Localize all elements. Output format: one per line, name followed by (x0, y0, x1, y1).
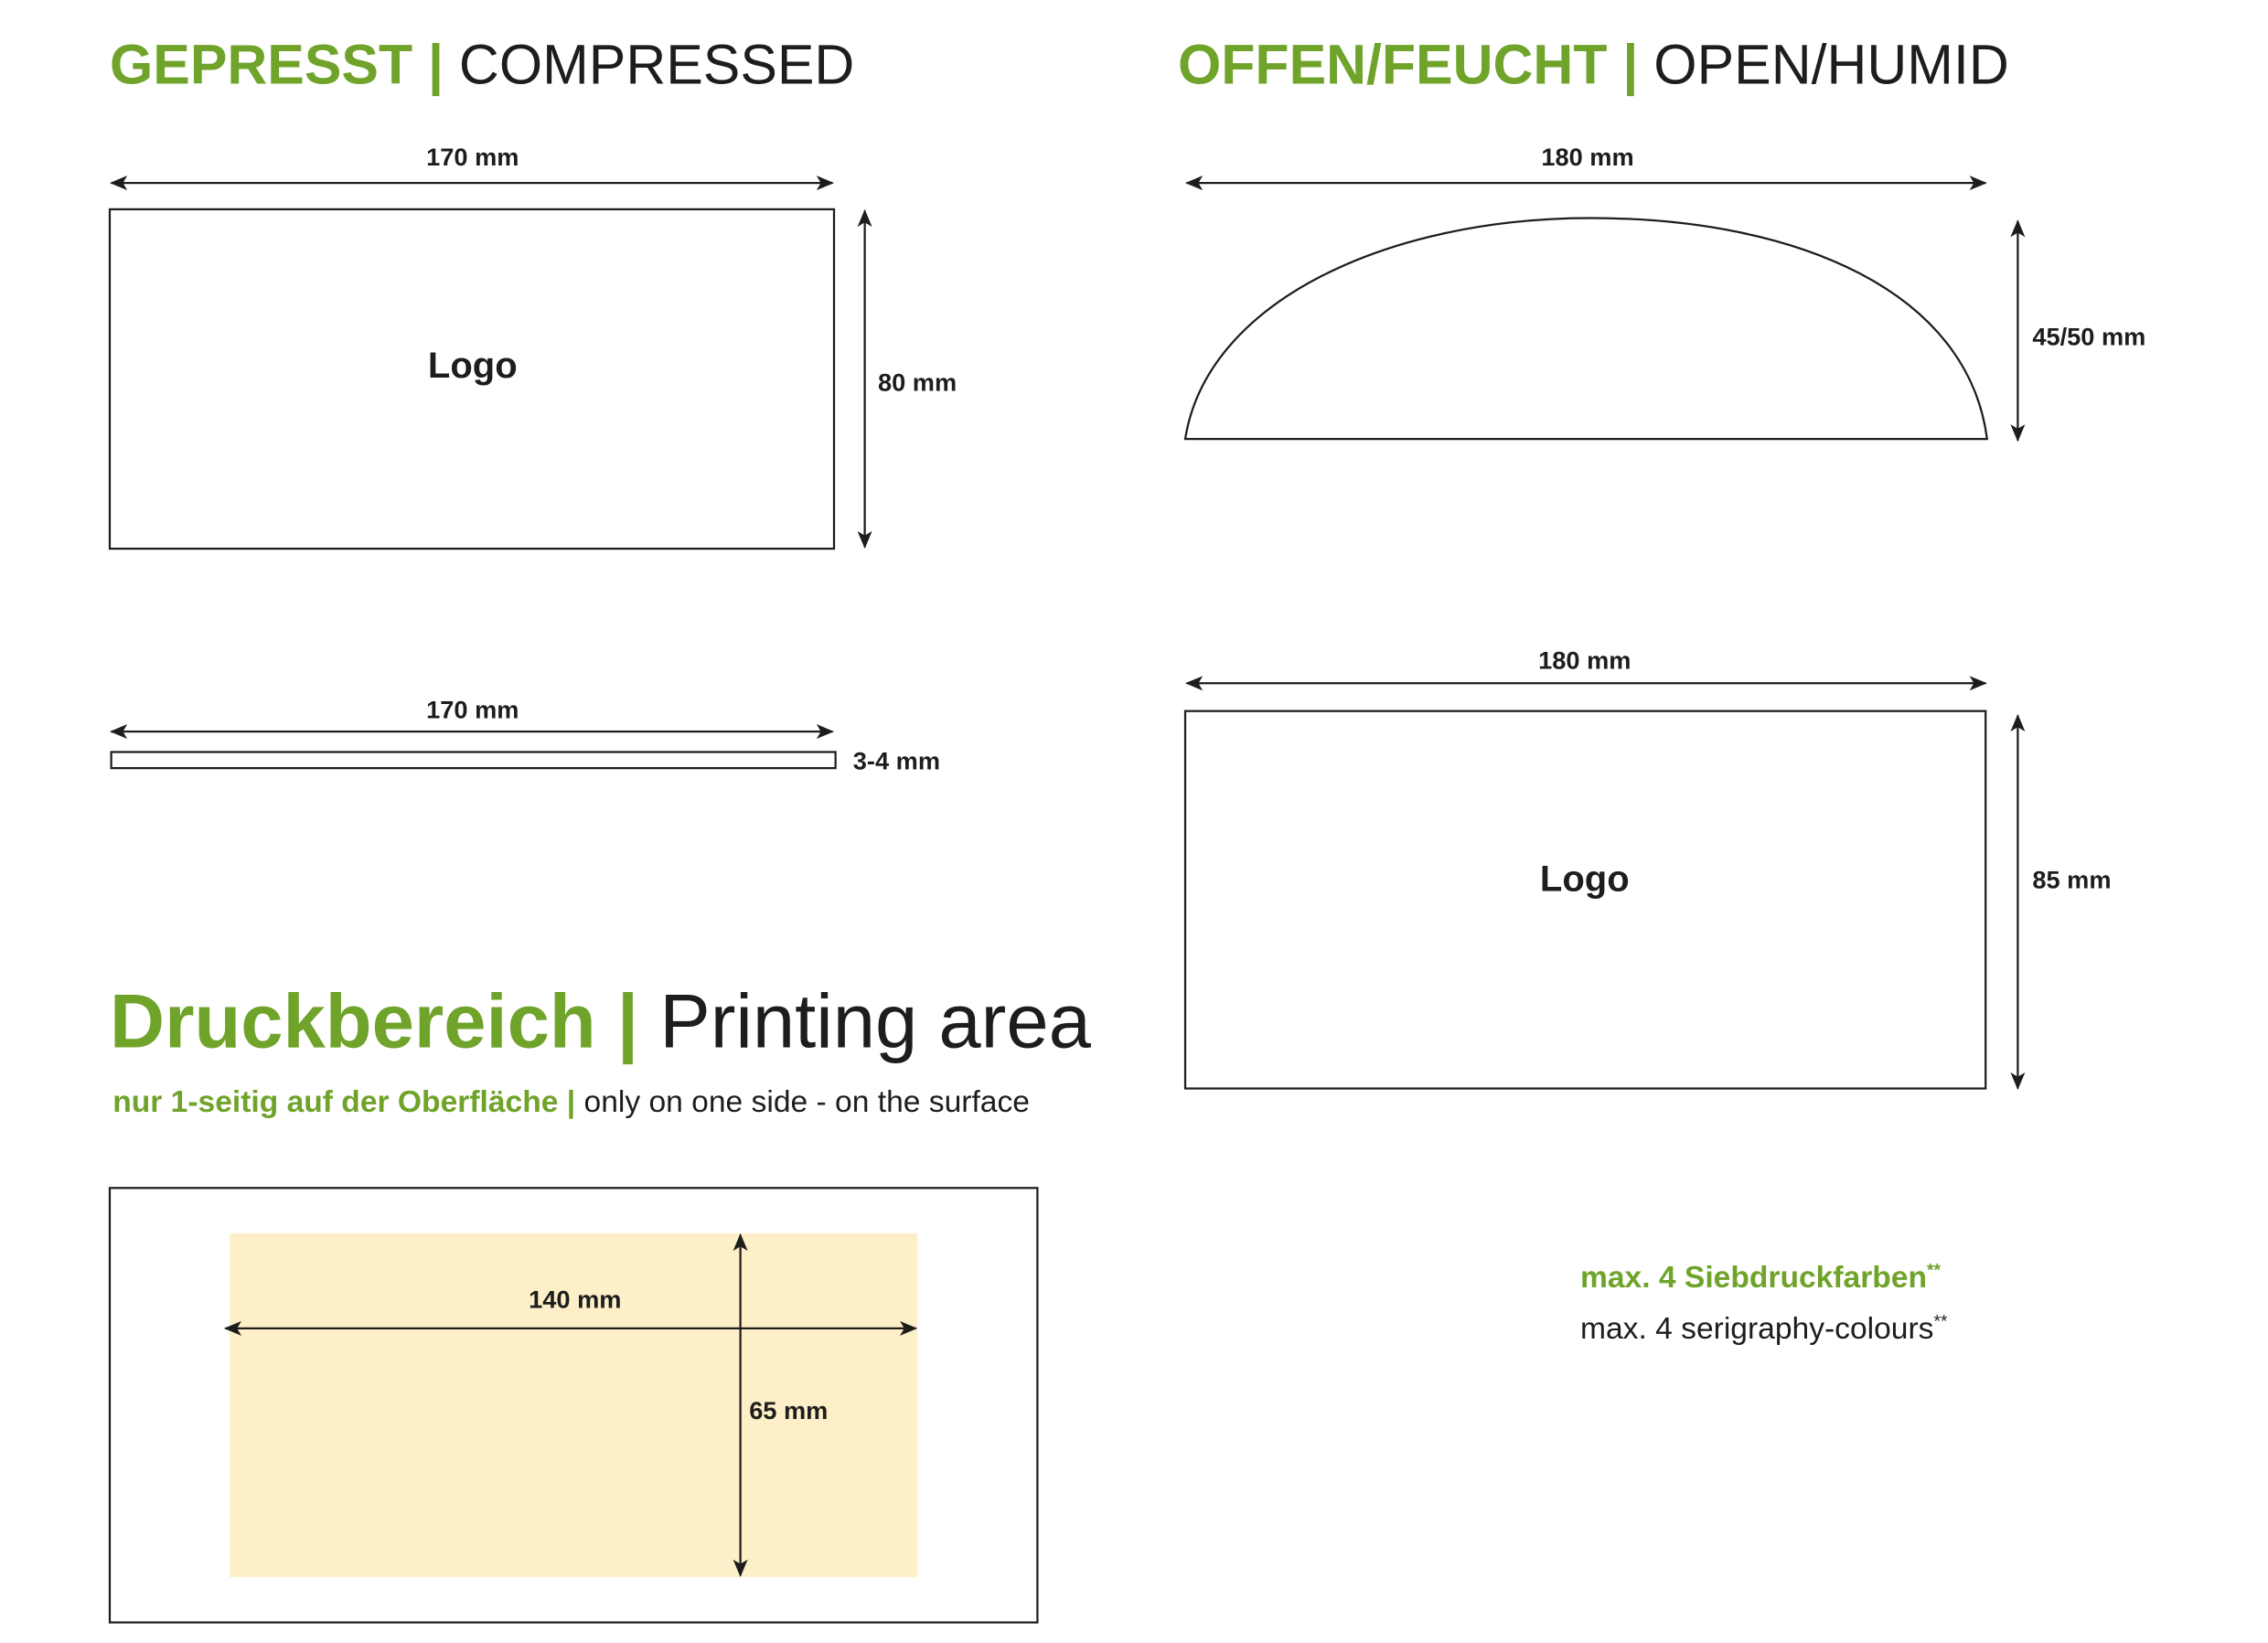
open-top-outline (1183, 709, 1987, 1090)
printing-width-label: 140 mm (529, 1286, 621, 1314)
printing-height-label: 65 mm (749, 1396, 828, 1424)
open-side-height-label: 45/50 mm (2032, 323, 2145, 351)
compressed-width-label: 170 mm (426, 143, 519, 171)
open-side-outline (1183, 217, 1989, 441)
open-side-width-label: 180 mm (1541, 143, 1633, 171)
printing-outline (108, 1187, 1039, 1624)
printing-subtitle: nur 1-seitig auf der Oberfläche | only o… (112, 1085, 1030, 1119)
printing-title-de: Druckbereich (110, 979, 596, 1064)
title-separator: | (1622, 33, 1638, 97)
compressed-top-outline (108, 208, 836, 550)
open-title-en: OPEN/HUMID (1653, 33, 2008, 95)
footnote-marker: ** (1933, 1312, 1947, 1331)
open-title: OFFEN/FEUCHT | OPEN/HUMID (1178, 33, 2009, 97)
printing-title: Druckbereich | Printing area (110, 979, 1092, 1065)
compressed-title-en: COMPRESSED (459, 33, 854, 95)
printing-subtitle-de: nur 1-seitig auf der Oberfläche (112, 1085, 558, 1119)
title-separator: | (617, 979, 638, 1065)
printing-title-en: Printing area (659, 979, 1091, 1064)
compressed-height-label: 80 mm (878, 368, 957, 396)
colours-note-de: max. 4 Siebdruckfarben** (1580, 1261, 1941, 1295)
printing-subtitle-en: only on one side - on the surface (584, 1085, 1030, 1119)
logo-placeholder: Logo (428, 346, 518, 386)
compressed-side-width-label: 170 mm (426, 696, 519, 724)
subtitle-separator: | (567, 1085, 575, 1119)
compressed-title-de: GEPRESST (110, 33, 412, 95)
title-separator: | (428, 33, 444, 97)
colours-note-en: max. 4 serigraphy-colours** (1580, 1312, 1948, 1346)
logo-placeholder: Logo (1540, 859, 1630, 900)
open-width-label: 180 mm (1538, 645, 1631, 674)
compressed-title: GEPRESST | COMPRESSED (110, 33, 854, 97)
colours-en-text: max. 4 serigraphy-colours (1580, 1312, 1933, 1346)
compressed-thickness-label: 3-4 mm (853, 747, 940, 775)
compressed-side-outline (110, 751, 837, 770)
open-title-de: OFFEN/FEUCHT (1178, 33, 1607, 95)
footnote-marker: ** (1927, 1261, 1941, 1280)
open-height-label: 85 mm (2032, 865, 2111, 893)
colours-de-text: max. 4 Siebdruckfarben (1580, 1261, 1927, 1295)
printing-area (230, 1232, 918, 1577)
